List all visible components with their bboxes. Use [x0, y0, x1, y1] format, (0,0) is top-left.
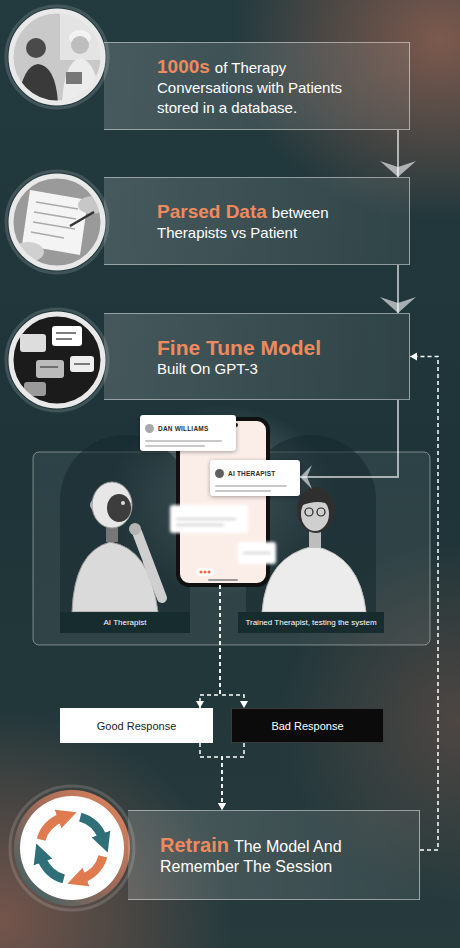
connector: [380, 130, 416, 177]
box-label: AI Therapist: [104, 618, 147, 627]
figure-label: Trained Therapist, testing the system: [238, 612, 384, 633]
figure-label: AI Therapist: [60, 612, 190, 633]
arrowhead: [380, 161, 416, 177]
arrowhead: [240, 701, 248, 708]
bubble-head: DAN WILLIAMS: [145, 419, 231, 437]
avatar: [215, 469, 224, 478]
chat-name: DAN WILLIAMS: [158, 425, 208, 432]
chat-bubble: DAN WILLIAMS: [140, 415, 236, 451]
text-line: [215, 490, 271, 492]
connector: [410, 353, 438, 851]
response-box: Good Response: [60, 708, 213, 743]
connector-line: [410, 357, 438, 851]
arrowhead: [196, 701, 204, 708]
text-block: 1000sof Therapy Conversations with Patie…: [157, 55, 383, 117]
arrowhead: [218, 803, 226, 810]
connector-line: [222, 743, 244, 810]
chat-screen: DAN WILLIAMS AI THERAPIST: [140, 415, 300, 585]
connector-line: [200, 743, 222, 810]
text-line: [215, 485, 287, 487]
card-body: Built On GPT-3: [157, 360, 389, 378]
text-line: [145, 445, 205, 447]
photo-chat: [6, 309, 108, 411]
box-label: Bad Response: [271, 720, 343, 732]
therapist-figure: [262, 487, 366, 612]
step-card: RetrainThe Model And Remember The Sessio…: [128, 810, 420, 900]
step-card: Parsed Databetween Therapists vs Patient: [104, 177, 410, 265]
step-card: 1000sof Therapy Conversations with Patie…: [104, 42, 410, 130]
arrowhead: [300, 465, 312, 489]
photo-therapy: [6, 6, 108, 108]
avatar: [145, 424, 154, 433]
connector: [220, 585, 248, 708]
connector: [300, 400, 398, 489]
text-block: RetrainThe Model And Remember The Sessio…: [160, 833, 403, 877]
response-box: Bad Response: [231, 708, 384, 743]
connector: [218, 743, 244, 810]
connector: [380, 265, 416, 313]
photo-paper: [6, 171, 108, 273]
card-heading: 1000s: [157, 56, 210, 77]
arrowhead: [380, 297, 416, 313]
connector-line: [200, 585, 220, 708]
recycle-icon: [10, 786, 134, 910]
arrowhead: [410, 353, 417, 361]
connector: [196, 585, 220, 708]
card-heading: Fine Tune Model: [157, 335, 384, 361]
chat-name: AI THERAPIST: [228, 470, 276, 477]
text-block: Fine Tune ModelBuilt On GPT-3: [157, 335, 389, 379]
bubble-head: AI THERAPIST: [215, 464, 295, 482]
text-block: Parsed Databetween Therapists vs Patient: [157, 200, 383, 243]
box-label: Good Response: [97, 720, 177, 732]
robot-figure: [72, 482, 162, 612]
text-line: [145, 440, 222, 442]
connector-line: [300, 400, 398, 477]
connector-line: [220, 585, 244, 708]
step-card: Fine Tune ModelBuilt On GPT-3: [104, 313, 410, 400]
card-heading: Retrain: [160, 834, 229, 856]
card-heading: Parsed Data: [157, 201, 267, 222]
arrowhead: [218, 803, 226, 810]
chat-bubble: AI THERAPIST: [210, 460, 300, 496]
box-label: Trained Therapist, testing the system: [245, 618, 376, 627]
